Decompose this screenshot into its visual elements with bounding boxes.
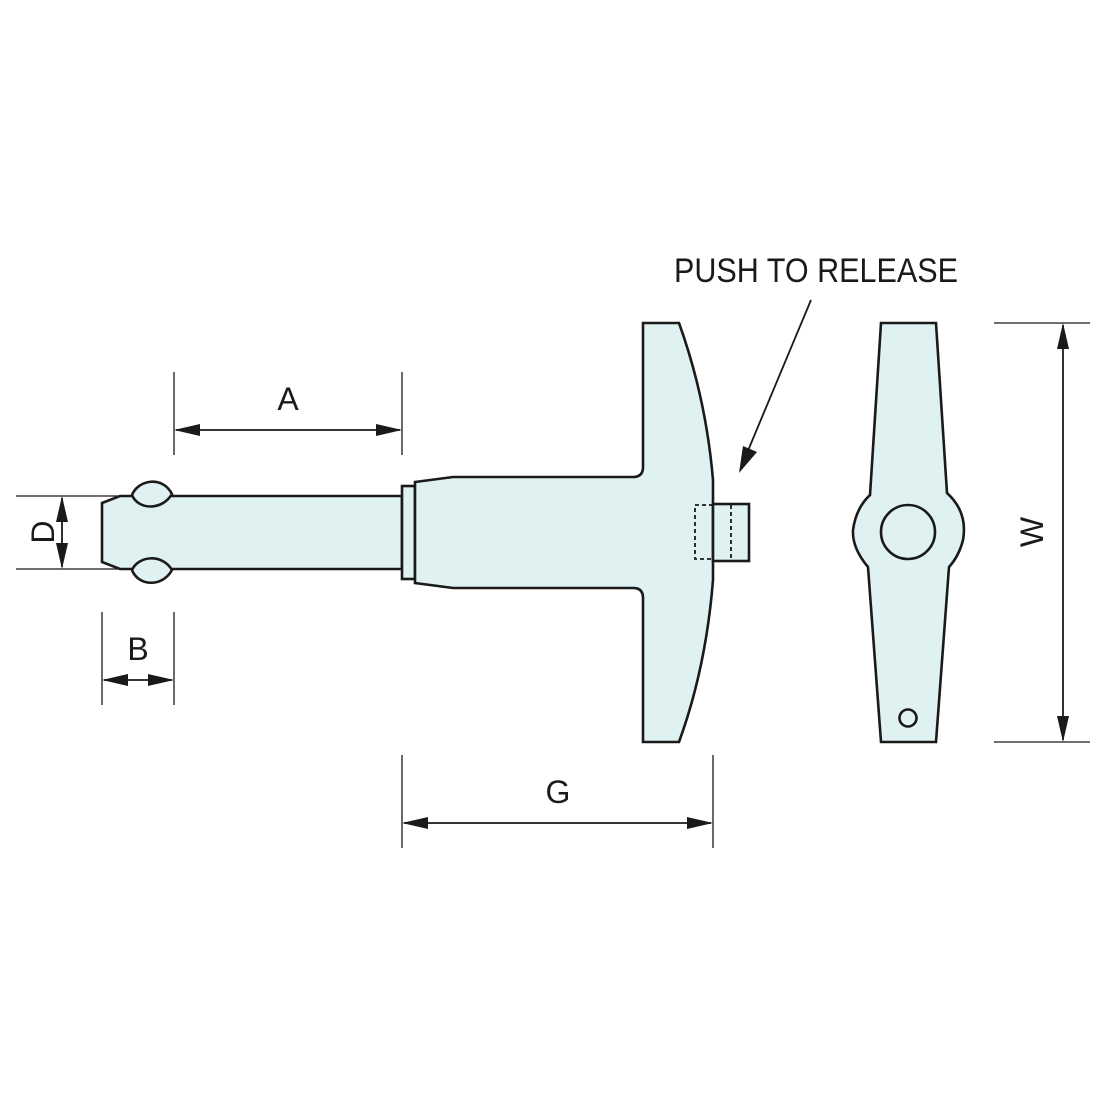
hidden-plunger [694, 504, 713, 560]
locking-ball-top [130, 480, 174, 508]
push-to-release-callout: PUSH TO RELEASE [674, 252, 958, 473]
dimension-d: D [16, 495, 118, 570]
dimension-g: G [401, 755, 714, 848]
dimension-label-b: B [127, 631, 148, 667]
callout-label: PUSH TO RELEASE [674, 252, 958, 290]
locking-ball-bottom [130, 557, 174, 585]
dimension-a: A [173, 372, 403, 455]
handle-end-view [851, 321, 966, 744]
dimension-label-a: A [277, 381, 299, 417]
dimension-label-d: D [25, 520, 61, 543]
t-handle [413, 321, 715, 744]
pin-side-view [100, 321, 751, 744]
dimension-label-g: G [546, 774, 571, 810]
callout-leader [746, 299, 812, 454]
dimension-w: W [994, 322, 1090, 743]
lanyard-hole [898, 708, 918, 728]
pin-collar [400, 484, 417, 581]
button-end-circle [879, 503, 937, 561]
dimension-b: B [101, 612, 175, 705]
dimension-label-w: W [1014, 516, 1050, 547]
callout-arrowhead [739, 446, 757, 473]
